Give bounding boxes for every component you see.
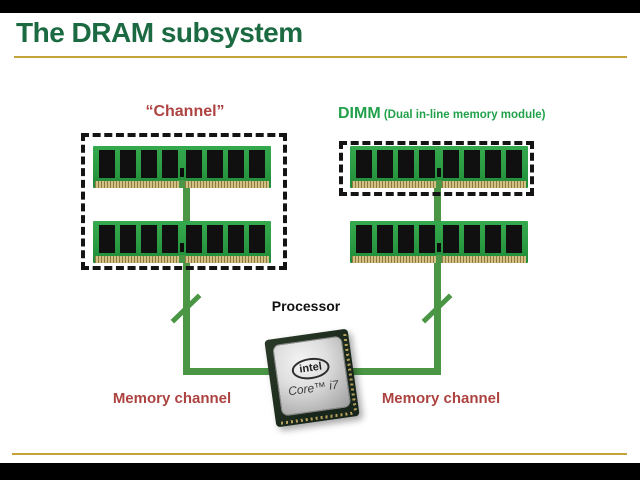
memory-channel-line-left-horizontal — [183, 368, 271, 375]
processor-label: Processor — [271, 298, 341, 314]
key-notch — [179, 255, 185, 263]
slide: The DRAM subsystem “Channel” DIMM (Dual … — [0, 13, 640, 463]
spd-chip — [437, 243, 441, 252]
intel-logo-text: intel — [298, 360, 323, 376]
channel-group-outline — [81, 133, 287, 270]
spd-chip — [437, 168, 441, 177]
footer-rule — [12, 453, 627, 455]
title-underline — [14, 56, 627, 58]
key-notch — [436, 180, 442, 188]
dimm-module-image-right-top — [350, 146, 528, 188]
dimm-module-image-left-top — [93, 146, 271, 188]
cpu-heatspreader: intel Core™ i7 — [272, 335, 352, 417]
spd-chip — [180, 243, 184, 252]
memory-chips — [356, 225, 435, 253]
dimm-outline — [339, 141, 534, 196]
dimm-label-main: DIMM — [338, 105, 381, 122]
spd-chip — [180, 168, 184, 177]
key-notch — [179, 180, 185, 188]
memory-chips — [186, 150, 265, 178]
memory-chips — [356, 150, 435, 178]
memory-channel-line-right-vertical — [434, 187, 441, 375]
slide-title: The DRAM subsystem — [16, 17, 303, 48]
intel-logo: intel — [290, 355, 331, 382]
cpu-pcb: intel Core™ i7 — [264, 328, 360, 428]
channel-label: “Channel” — [145, 103, 225, 120]
memory-chips — [443, 150, 522, 178]
key-notch — [436, 255, 442, 263]
memory-channel-line-right-horizontal — [352, 368, 441, 375]
memory-chips — [186, 225, 265, 253]
dimm-label: DIMM (Dual in-line memory module) — [338, 105, 628, 123]
cpu-model-text: Core™ i7 — [287, 376, 340, 398]
memory-chips — [99, 225, 178, 253]
dimm-module-image-right-bottom — [350, 221, 528, 263]
cpu-image: intel Core™ i7 — [262, 326, 362, 430]
memory-channel-label-left: Memory channel — [112, 390, 232, 407]
dimm-module-image-left-bottom — [93, 221, 271, 263]
memory-chips — [99, 150, 178, 178]
dimm-label-sub: (Dual in-line memory module) — [380, 109, 546, 121]
memory-chips — [443, 225, 522, 253]
memory-channel-label-right: Memory channel — [381, 390, 501, 407]
memory-channel-line-left-vertical — [183, 187, 190, 375]
